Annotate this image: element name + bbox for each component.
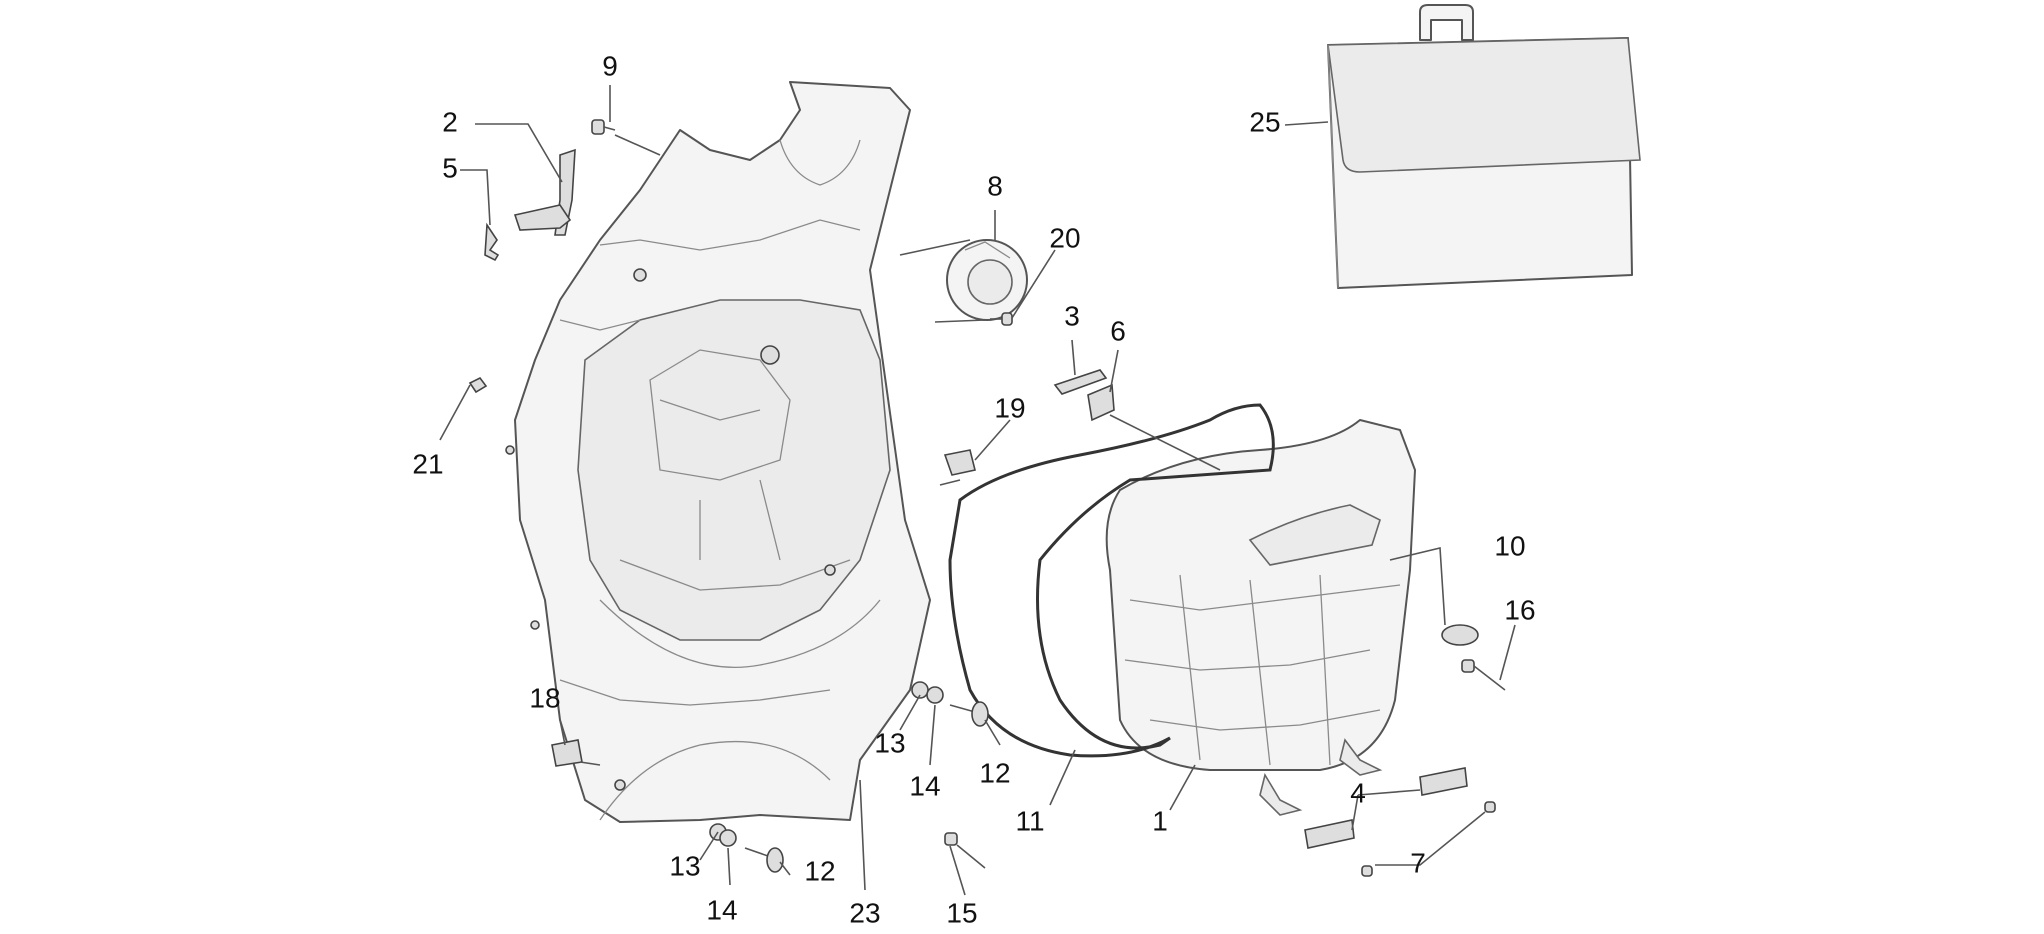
part-1-glovebox xyxy=(1105,419,1416,816)
callout-6: 6 xyxy=(1110,315,1126,346)
callout-labels: 1 2 3 4 5 6 7 8 9 10 11 12 12 13 13 14 1… xyxy=(412,50,1535,928)
callout-12-upper: 12 xyxy=(979,757,1010,788)
callout-16: 16 xyxy=(1504,594,1535,625)
part-4-brackets xyxy=(1304,767,1468,849)
callout-19: 19 xyxy=(994,392,1025,423)
part-19-clip xyxy=(943,449,976,476)
callout-12-lower: 12 xyxy=(804,855,835,886)
part-16-screw xyxy=(1461,659,1506,691)
callout-11: 11 xyxy=(1015,805,1044,836)
callout-3: 3 xyxy=(1064,300,1080,331)
callout-10: 10 xyxy=(1494,530,1525,561)
callout-8: 8 xyxy=(987,170,1003,201)
callout-9: 9 xyxy=(602,50,618,81)
part-3-latch xyxy=(1053,369,1108,395)
part-21-nut xyxy=(468,376,488,394)
callout-7: 7 xyxy=(1410,847,1426,878)
callout-15: 15 xyxy=(946,897,977,928)
part-15-screw xyxy=(944,832,986,869)
part-13-14-12-fasteners-upper xyxy=(911,681,989,727)
part-9-screw xyxy=(591,119,616,135)
part-7-screws xyxy=(1361,801,1496,877)
part-8-lock xyxy=(946,239,1028,321)
part-6-plate xyxy=(1087,383,1115,422)
part-13-14-12-fasteners-lower xyxy=(709,823,784,873)
callout-13-lower: 13 xyxy=(669,850,700,881)
callout-4: 4 xyxy=(1350,777,1366,808)
callout-25: 25 xyxy=(1249,106,1280,137)
leader-lines xyxy=(439,85,1516,896)
callout-5: 5 xyxy=(442,152,458,183)
part-20-screw xyxy=(990,312,1013,326)
callout-20: 20 xyxy=(1049,222,1080,253)
part-10-clip xyxy=(1441,624,1479,646)
callout-14-lower: 14 xyxy=(706,894,737,925)
callout-23: 23 xyxy=(849,897,880,928)
callout-1: 1 xyxy=(1152,805,1168,836)
part-25-tool-bag xyxy=(1327,4,1641,289)
part-5-spring xyxy=(484,222,500,262)
part-18-clip xyxy=(551,739,583,767)
callout-21: 21 xyxy=(412,448,443,479)
part-11-seal xyxy=(948,403,1275,758)
callout-14-upper: 14 xyxy=(909,770,940,801)
part-23-leg-shield xyxy=(505,81,931,823)
part-2-bracket xyxy=(513,148,576,236)
callout-13-upper: 13 xyxy=(874,727,905,758)
callout-18: 18 xyxy=(529,682,560,713)
callout-2: 2 xyxy=(442,106,458,137)
